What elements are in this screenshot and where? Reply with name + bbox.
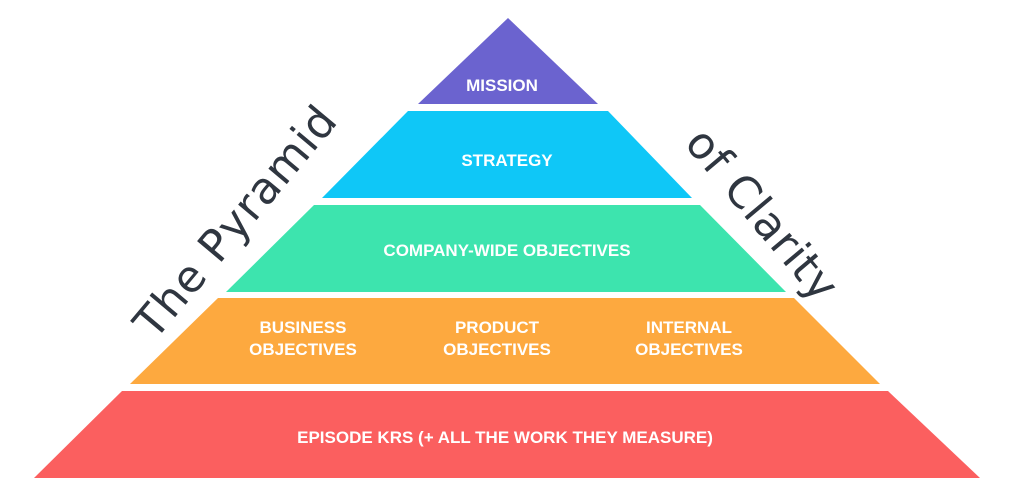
strategy-label: STRATEGY bbox=[461, 151, 553, 170]
episode-krs-tier bbox=[34, 391, 980, 478]
company-wide-objectives-label: COMPANY-WIDE OBJECTIVES bbox=[383, 241, 631, 260]
strategy-tier bbox=[322, 111, 692, 198]
internal-objectives-label: INTERNAL OBJECTIVES bbox=[635, 318, 743, 359]
business-objectives-label: BUSINESS OBJECTIVES bbox=[249, 318, 357, 359]
department-objectives-tier bbox=[130, 298, 880, 384]
product-objectives-label: PRODUCT OBJECTIVES bbox=[443, 318, 551, 359]
mission-label: MISSION bbox=[466, 76, 538, 95]
episode-krs-label: EPISODE KRS (+ ALL THE WORK THEY MEASURE… bbox=[297, 428, 713, 447]
mission-tier bbox=[418, 18, 598, 104]
company-objectives-tier bbox=[226, 205, 786, 292]
